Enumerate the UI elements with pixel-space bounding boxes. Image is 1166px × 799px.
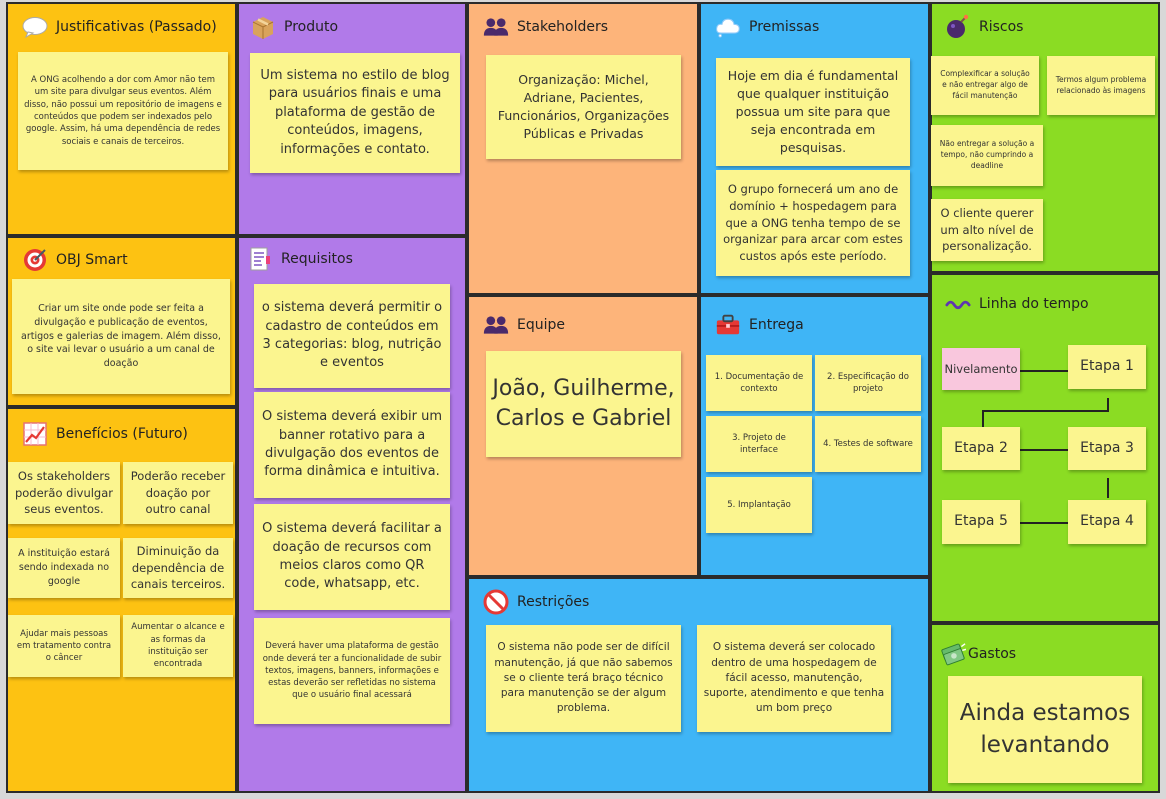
- document-icon: [247, 246, 273, 272]
- timeline-connector: [1020, 449, 1068, 451]
- timeline-step[interactable]: Etapa 4: [1068, 500, 1146, 544]
- timeline-step[interactable]: Nivelamento: [942, 348, 1020, 390]
- panel-title-premissas: Premissas: [715, 14, 819, 40]
- sticky-note[interactable]: 4. Testes de software: [815, 416, 921, 472]
- sticky-note[interactable]: Criar um site onde pode ser feita a divu…: [12, 279, 230, 394]
- timeline-step[interactable]: Etapa 1: [1068, 345, 1146, 389]
- sticky-note[interactable]: Complexificar a solução e não entregar a…: [931, 56, 1039, 115]
- sticky-note[interactable]: Organização: Michel, Adriane, Pacientes,…: [486, 55, 681, 159]
- sticky-note[interactable]: O sistema deverá facilitar a doação de r…: [254, 504, 450, 610]
- sticky-note[interactable]: O sistema deverá ser colocado dentro de …: [697, 625, 891, 732]
- timeline-connector: [1107, 478, 1109, 498]
- bomb-icon: [945, 14, 971, 40]
- sticky-note[interactable]: Aumentar o alcance e as formas da instit…: [123, 615, 233, 677]
- timeline-step[interactable]: Etapa 2: [942, 427, 1020, 470]
- sticky-note[interactable]: o sistema deverá permitir o cadastro de …: [254, 284, 450, 388]
- sticky-note[interactable]: 2. Especificação do projeto: [815, 355, 921, 411]
- sticky-note[interactable]: O sistema deverá exibir um banner rotati…: [254, 392, 450, 498]
- panel-title-linha-do-tempo: Linha do tempo: [945, 291, 1089, 317]
- people-icon: [483, 312, 509, 338]
- panel-title-equipe: Equipe: [483, 312, 565, 338]
- timeline-connector: [1020, 370, 1068, 372]
- speech-bubble-icon: [22, 14, 48, 40]
- sticky-note[interactable]: Hoje em dia é fundamental que qualquer i…: [716, 58, 910, 166]
- target-icon: [22, 247, 48, 273]
- panel-title-justificativas: Justificativas (Passado): [22, 14, 217, 40]
- toolbox-icon: [715, 312, 741, 338]
- sticky-note[interactable]: Ajudar mais pessoas em tratamento contra…: [8, 615, 120, 677]
- sticky-note[interactable]: Não entregar a solução a tempo, não cump…: [931, 125, 1043, 186]
- sticky-note[interactable]: Os stakeholders poderão divulgar seus ev…: [8, 462, 120, 524]
- sticky-note[interactable]: Termos algum problema relacionado às ima…: [1047, 56, 1155, 115]
- chart-icon: [22, 421, 48, 447]
- cloud-icon: [715, 14, 741, 40]
- prohibited-icon: [483, 589, 509, 615]
- sticky-note[interactable]: O sistema não pode ser de difícil manute…: [486, 625, 681, 732]
- money-icon: [940, 641, 966, 667]
- sticky-note[interactable]: Deverá haver uma plataforma de gestão on…: [254, 618, 450, 724]
- sticky-note[interactable]: O grupo fornecerá um ano de domínio + ho…: [716, 170, 910, 276]
- panel-title-entrega: Entrega: [715, 312, 804, 338]
- sticky-note[interactable]: 5. Implantação: [706, 477, 812, 533]
- timeline-connector: [1107, 398, 1109, 411]
- wave-icon: [945, 291, 971, 317]
- panel-title-beneficios: Benefícios (Futuro): [22, 421, 188, 447]
- sticky-note[interactable]: Ainda estamos levantando: [948, 676, 1142, 783]
- sticky-note[interactable]: A instituição estará sendo indexada no g…: [8, 538, 120, 598]
- panel-title-obj-smart: OBJ Smart: [22, 247, 128, 273]
- sticky-note[interactable]: O cliente querer um alto nível de person…: [931, 199, 1043, 261]
- sticky-note[interactable]: 3. Projeto de interface: [706, 416, 812, 472]
- panel-title-riscos: Riscos: [945, 14, 1023, 40]
- timeline-connector: [982, 410, 1109, 412]
- sticky-note[interactable]: Poderão receber doação por outro canal: [123, 462, 233, 524]
- sticky-note[interactable]: A ONG acolhendo a dor com Amor não tem u…: [18, 52, 228, 170]
- sticky-note[interactable]: 1. Documentação de contexto: [706, 355, 812, 411]
- sticky-note[interactable]: Um sistema no estilo de blog para usuári…: [250, 53, 460, 173]
- panel-title-restricoes: Restrições: [483, 589, 589, 615]
- people-icon: [483, 14, 509, 40]
- sticky-note[interactable]: João, Guilherme, Carlos e Gabriel: [486, 351, 681, 457]
- timeline-connector: [982, 410, 984, 427]
- box-icon: [250, 14, 276, 40]
- panel-title-requisitos: Requisitos: [247, 246, 353, 272]
- timeline-step[interactable]: Etapa 5: [942, 500, 1020, 544]
- panel-title-stakeholders: Stakeholders: [483, 14, 608, 40]
- panel-title-gastos: Gastos: [940, 641, 1016, 667]
- sticky-note[interactable]: Diminuição da dependência de canais terc…: [123, 538, 233, 598]
- panel-title-produto: Produto: [250, 14, 338, 40]
- timeline-step[interactable]: Etapa 3: [1068, 427, 1146, 470]
- timeline-connector: [1020, 522, 1068, 524]
